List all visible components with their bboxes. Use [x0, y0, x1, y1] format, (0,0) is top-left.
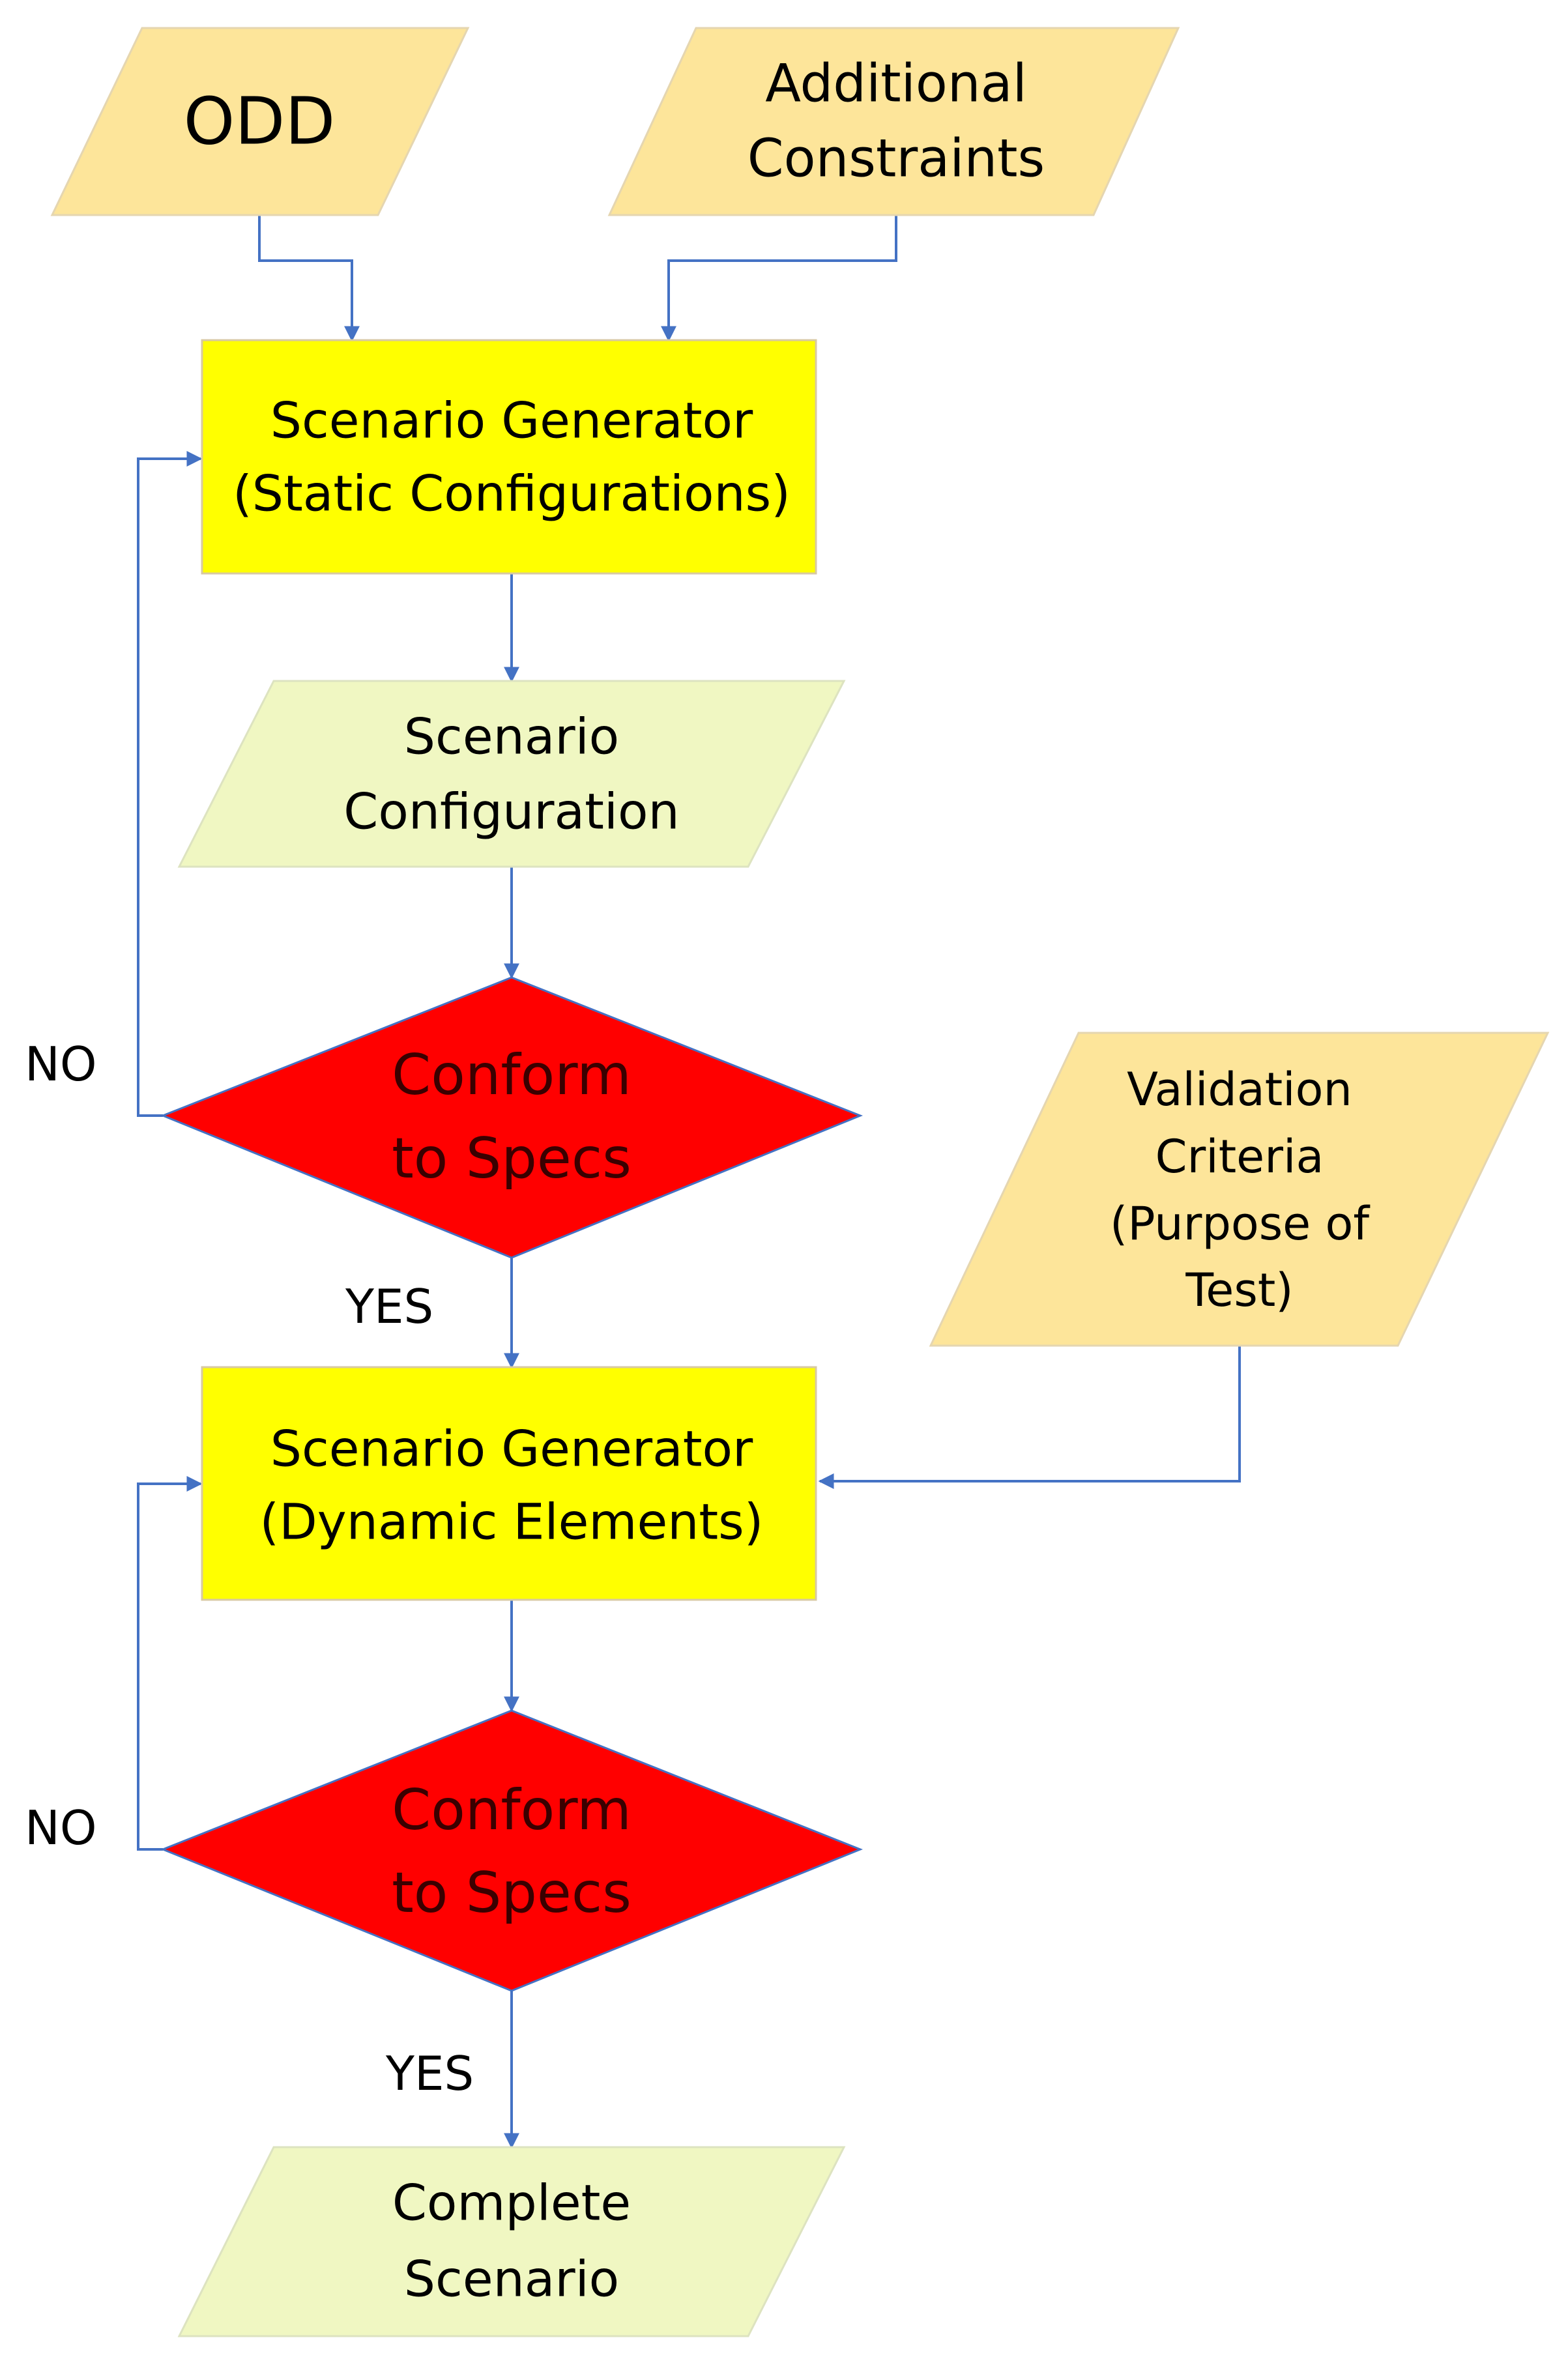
- decision-1-yes-label: YES: [345, 1279, 433, 1334]
- decision-1-node: Conform to Specs: [160, 976, 864, 1259]
- dynamic-generator-process-node: Scenario Generator (Dynamic Elements): [201, 1366, 817, 1601]
- scenario-configuration-label-line1: Scenario: [404, 708, 619, 766]
- decision-2-label-line2: to Specs: [392, 1860, 632, 1926]
- validation-label-line2: Criteria: [1155, 1130, 1324, 1183]
- scenario-configuration-node: Scenario Configuration: [177, 680, 846, 868]
- connector-decision-2-no-loop: [137, 1476, 203, 1851]
- constraints-label-line2: Constraints: [748, 128, 1045, 189]
- scenario-configuration-shape: [177, 680, 846, 868]
- validation-criteria-input-node: Validation Criteria (Purpose of Test): [929, 1032, 1550, 1347]
- connector-odd-to-static-generator: [258, 215, 360, 342]
- decision-2-label-line1: Conform: [392, 1778, 632, 1843]
- decision-1-no-label: NO: [25, 1037, 97, 1092]
- connector-validation-to-dynamic-generator: [818, 1346, 1241, 1489]
- decision-2-shape: [160, 1709, 864, 1992]
- dynamic-generator-shape: [201, 1366, 817, 1601]
- odd-label: ODD: [184, 83, 336, 160]
- constraints-shape: [607, 27, 1180, 216]
- connector-decision-1-no-loop: [137, 451, 203, 1117]
- complete-scenario-label-line1: Complete: [392, 2174, 631, 2232]
- validation-criteria-shape: [929, 1032, 1550, 1347]
- decision-1-label-line1: Conform: [392, 1043, 632, 1108]
- complete-scenario-label-line2: Scenario: [404, 2250, 619, 2308]
- validation-label-line4: Test): [1185, 1264, 1293, 1317]
- decision-2-no-label: NO: [25, 1800, 97, 1855]
- connector-constraints-to-static-generator: [661, 215, 897, 342]
- static-generator-shape: [201, 339, 817, 575]
- decision-1-label-line2: to Specs: [392, 1126, 632, 1191]
- static-generator-process-node: Scenario Generator (Static Configuration…: [201, 339, 817, 575]
- decision-1-shape: [160, 976, 864, 1259]
- static-generator-label-line1: Scenario Generator: [270, 392, 753, 450]
- decision-2-node: Conform to Specs: [160, 1709, 864, 1992]
- complete-scenario-shape: [177, 2146, 846, 2337]
- odd-input-node: ODD: [50, 27, 470, 216]
- additional-constraints-input-node: Additional Constraints: [607, 27, 1180, 216]
- constraints-label-line1: Additional: [765, 53, 1027, 114]
- validation-label-line3: (Purpose of: [1110, 1197, 1370, 1251]
- dynamic-generator-label-line2: (Dynamic Elements): [260, 1493, 764, 1551]
- validation-label-line1: Validation: [1127, 1063, 1352, 1116]
- dynamic-generator-label-line1: Scenario Generator: [270, 1420, 753, 1478]
- scenario-configuration-label-line2: Configuration: [343, 783, 679, 841]
- static-generator-label-line2: (Static Configurations): [233, 465, 791, 523]
- complete-scenario-node: Complete Scenario: [177, 2146, 846, 2337]
- decision-2-yes-label: YES: [385, 2046, 474, 2101]
- odd-shape: [50, 27, 470, 216]
